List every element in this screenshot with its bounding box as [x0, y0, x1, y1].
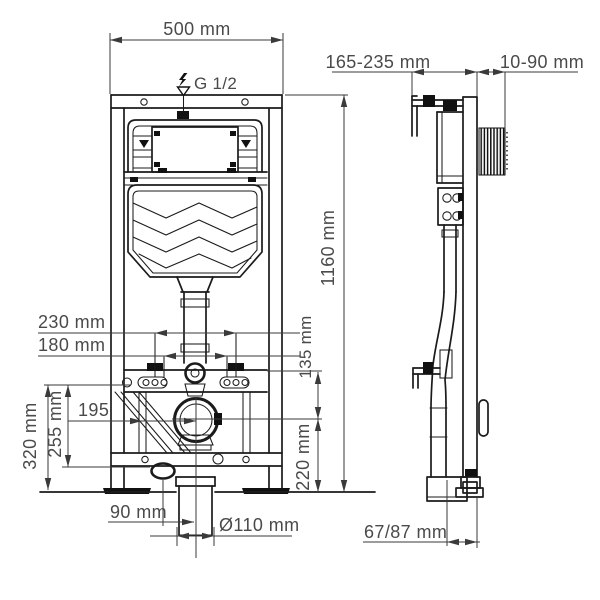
access-box	[151, 126, 239, 173]
side-foot	[455, 469, 484, 498]
dim-135-label: 135 mm	[296, 315, 315, 378]
flush-pipe	[176, 276, 214, 397]
dim-fixing-outer-label: 230 mm	[38, 312, 105, 332]
top-crossbar	[110, 94, 283, 109]
cistern	[127, 184, 263, 278]
flush-plate-bracket	[127, 119, 263, 173]
dim-frame-height-label: 1160 mm	[318, 210, 338, 287]
water-wave	[132, 219, 258, 236]
inlet-connection	[177, 111, 189, 119]
wall-section-hatch	[478, 127, 508, 176]
front-view	[39, 73, 376, 536]
flush-elbow	[184, 362, 206, 384]
lower-wall-bracket	[412, 362, 441, 389]
dim-depth-adjust-label: 165-235 mm	[325, 52, 430, 72]
frame-rails	[110, 94, 283, 490]
crossbar-hole-left	[140, 98, 148, 106]
dim-wall-gap-label: 10-90 mm	[500, 52, 584, 72]
lightning-icon	[178, 73, 188, 87]
down-arrow-icon	[176, 86, 191, 97]
water-wave	[132, 202, 258, 219]
rail-hole-left	[121, 377, 133, 388]
dim-255-label: 255 mm	[45, 390, 65, 457]
crossbar-hole-right	[241, 98, 249, 106]
foot-plate-left	[103, 488, 151, 494]
dim-195-label: 195	[78, 400, 109, 420]
bracket-clamp	[423, 362, 433, 374]
dimension-annotations: 500 mm G 1/2 165-235 mm 10-90 mm 1160 mm…	[20, 19, 584, 558]
cistern-flange	[123, 168, 268, 186]
side-cistern	[436, 100, 464, 184]
dim-outlet-height-label: 220 mm	[293, 423, 313, 490]
dim-320-label: 320 mm	[20, 402, 40, 469]
side-view	[411, 95, 508, 502]
water-wave	[138, 253, 252, 269]
side-fixing-handle	[478, 399, 489, 437]
supports-struts	[114, 391, 251, 454]
cistern-cap	[443, 100, 457, 111]
dim-90-label: 90 mm	[110, 502, 167, 522]
dim-fixing-inner-label: 180 mm	[38, 335, 105, 355]
dim-outlet-depth-label: 67/87 mm	[364, 522, 447, 542]
side-fittings-box	[437, 187, 464, 226]
dim-outlet-diameter-label: Ø110 mm	[219, 515, 300, 535]
inspection-opening	[150, 462, 176, 480]
water-wave	[132, 236, 258, 253]
bracket-clamp	[423, 95, 435, 107]
adjust-marker-right	[241, 140, 251, 148]
side-frame-profile	[462, 96, 478, 478]
foot-plate-right	[242, 488, 290, 494]
side-flush-bend	[429, 224, 459, 478]
dim-water-inlet-label: G 1/2	[194, 74, 237, 93]
dim-frame-width-label: 500 mm	[163, 19, 230, 39]
adjust-marker-left	[139, 140, 149, 148]
fixing-rail	[121, 333, 268, 393]
water-inlet-symbol	[176, 73, 191, 119]
